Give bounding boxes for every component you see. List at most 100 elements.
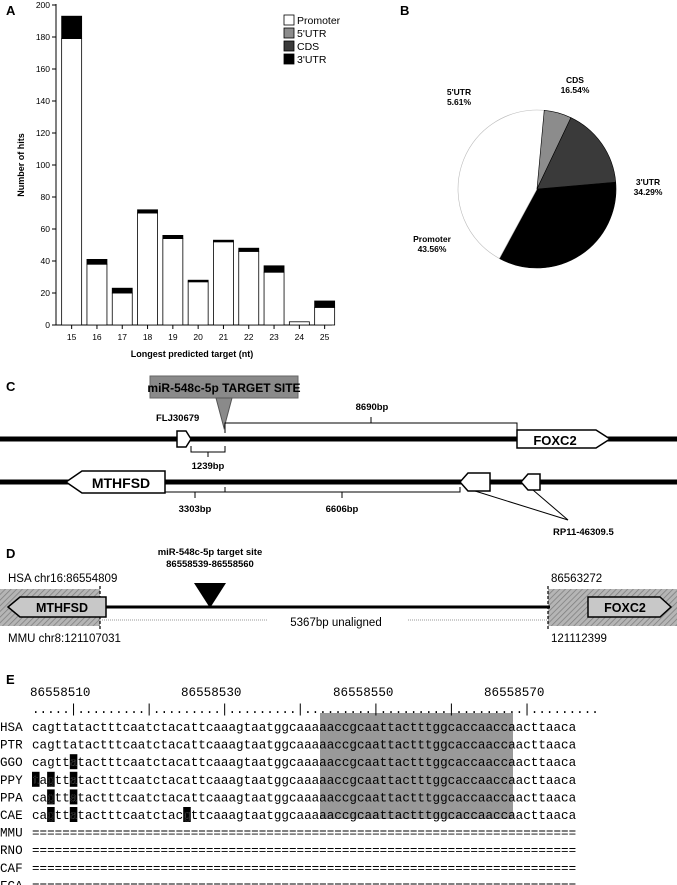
pie-slice-cds xyxy=(536,117,617,190)
bar-promoter-15 xyxy=(61,38,83,326)
y-tick-label: 140 xyxy=(36,96,50,106)
y-axis-title: Number of hits xyxy=(16,133,26,197)
x-tick-label: 16 xyxy=(92,332,102,342)
bar-promoter-23 xyxy=(263,271,285,326)
y-tick-label: 80 xyxy=(41,192,51,202)
legend-label-cds: CDS xyxy=(297,41,319,53)
x-tick-label: 21 xyxy=(219,332,229,342)
y-tick-label: 40 xyxy=(41,256,51,266)
bar-3utr-25 xyxy=(314,300,336,308)
rp11-label: RP11-46309.5 xyxy=(553,527,614,538)
foxc2-gene-arrow xyxy=(516,429,612,449)
species-label-hsa: HSA xyxy=(0,721,23,735)
x-tick-label: 15 xyxy=(67,332,77,342)
bar-3utr-23 xyxy=(263,265,285,273)
mismatch-highlight xyxy=(32,771,40,787)
legend-swatch-3utr xyxy=(283,53,295,65)
legend-swatch-promoter xyxy=(283,14,295,26)
sequence-row-caf: ========================================… xyxy=(32,862,576,876)
foxc2-gene-arrow-d xyxy=(587,596,673,618)
panel-label-b: B xyxy=(400,3,409,18)
species-label-ptr: PTR xyxy=(0,739,23,753)
bar-3utr-20 xyxy=(187,279,209,283)
x-tick-label: 25 xyxy=(320,332,330,342)
bar-promoter-25 xyxy=(314,306,336,326)
species-label-ppy: PPY xyxy=(0,774,23,788)
bar-promoter-21 xyxy=(213,241,234,326)
bar-3utr-16 xyxy=(86,258,108,265)
mthfsd-gene-arrow-d xyxy=(6,596,107,618)
bar-3utr-22 xyxy=(238,247,260,252)
span-8690-label: 8690bp xyxy=(356,402,389,413)
x-tick-label: 22 xyxy=(244,332,254,342)
target-site-highlight xyxy=(320,713,513,819)
bar-promoter-16 xyxy=(86,263,108,326)
mismatch-base: t xyxy=(32,774,40,788)
mthfsd-label-d: MTHFSD xyxy=(36,601,88,615)
sequence-row-ppa: cagttatactttcaatctacattcaaagtaatggcaaaaa… xyxy=(32,791,577,805)
span-3303-label: 3303bp xyxy=(179,504,212,515)
bar-promoter-24 xyxy=(288,321,310,326)
panel-label-c: C xyxy=(6,379,16,394)
position-label-3: 86558550 xyxy=(333,686,393,700)
species-label-caf: CAF xyxy=(0,862,23,876)
bar-3utr-21 xyxy=(213,239,234,243)
bar-promoter-22 xyxy=(238,250,260,326)
mismatch-highlight xyxy=(69,771,78,787)
x-tick-label: 17 xyxy=(118,332,128,342)
position-label-2: 86558530 xyxy=(181,686,241,700)
mismatch-base: g xyxy=(183,809,191,823)
target-site-caption-line2: 86558539-86558560 xyxy=(166,559,254,570)
target-site-label: miR-548c-5p TARGET SITE xyxy=(147,381,300,395)
bar-3utr-17 xyxy=(111,287,133,294)
mismatch-highlight xyxy=(47,789,55,805)
rp11-gene-arrow-1 xyxy=(458,472,491,492)
flj30679-label: FLJ30679 xyxy=(156,413,199,424)
y-tick-label: 200 xyxy=(36,0,50,10)
sequence-row-fca: ========================================… xyxy=(32,879,576,885)
target-site-caption-line1: miR-548c-5p target site xyxy=(158,547,263,558)
y-tick-label: 180 xyxy=(36,32,50,42)
x-tick-label: 19 xyxy=(168,332,178,342)
foxc2-label-d: FOXC2 xyxy=(604,601,646,615)
legend-swatch-5utr xyxy=(283,27,295,39)
mismatch-base: a xyxy=(70,791,78,805)
y-tick-label: 0 xyxy=(45,320,50,330)
sequence-row-hsa: cagttatactttcaatctacattcaaagtaatggcaaaaa… xyxy=(32,721,577,735)
sequence-row-ggo: cagttatactttcaatctacattcaaagtaatggcaaaaa… xyxy=(32,756,577,770)
position-ruler: .....|.........|.........|.........|....… xyxy=(32,703,599,717)
span-3303-bracket xyxy=(164,487,226,493)
y-tick-label: 120 xyxy=(36,128,50,138)
bar-3utr-15 xyxy=(61,15,83,40)
mismatch-highlight xyxy=(69,789,78,805)
span-1239-bracket xyxy=(190,446,226,453)
legend-label-3utr: 3'UTR xyxy=(297,54,327,66)
x-tick-label: 18 xyxy=(143,332,153,342)
mismatch-highlight xyxy=(47,807,55,822)
mismatch-base: g xyxy=(47,809,55,823)
panel-label-a: A xyxy=(6,3,16,18)
legend-label-5utr: 5'UTR xyxy=(297,28,327,40)
span-8690-bracket xyxy=(224,417,518,433)
span-1239-label: 1239bp xyxy=(192,461,225,472)
panel-label-d: D xyxy=(6,546,15,561)
pie-slice-3utr xyxy=(498,181,617,269)
flj30679-gene-arrow xyxy=(176,430,192,448)
species-label-ppa: PPA xyxy=(0,791,23,805)
x-tick-label: 23 xyxy=(269,332,279,342)
sequence-row-ppy: tagttatactttcaatctacattcaaagtaatggcaaaaa… xyxy=(32,774,577,788)
legend-swatch-cds xyxy=(283,40,295,52)
pie-slice-promoter xyxy=(457,109,545,259)
mthfsd-label: MTHFSD xyxy=(92,475,150,491)
mismatch-highlight xyxy=(47,771,55,787)
foxc2-label: FOXC2 xyxy=(533,433,576,448)
y-tick-label: 60 xyxy=(41,224,51,234)
position-label-4: 86558570 xyxy=(484,686,544,700)
target-site-pointer xyxy=(215,397,233,430)
x-tick-label: 20 xyxy=(193,332,203,342)
rp11-gene-arrow-2 xyxy=(520,473,541,491)
y-tick-label: 160 xyxy=(36,64,50,74)
